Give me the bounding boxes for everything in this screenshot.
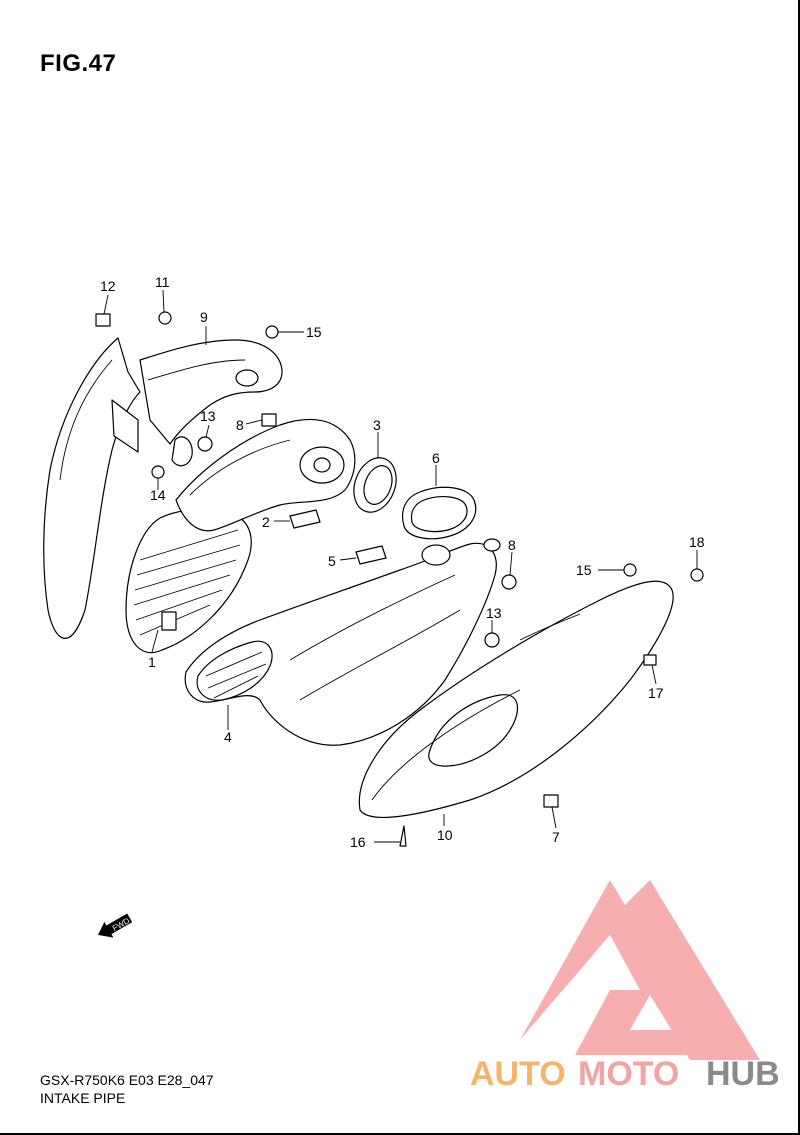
part-8-clip-lower [501, 574, 517, 590]
part-10-outer-cover [358, 580, 674, 819]
watermark-hub: HUB [706, 1055, 780, 1093]
callout-9: 9 [200, 309, 208, 325]
callout-1: 1 [148, 654, 156, 670]
callout-5: 5 [328, 553, 336, 569]
part-15-screw-lower [623, 563, 637, 577]
part-13-collar-lower [484, 632, 500, 648]
callout-8-lower: 8 [508, 537, 516, 553]
part-5-pad [355, 545, 387, 565]
watermark-moto: MOTO [578, 1055, 679, 1093]
callout-13-lower: 13 [486, 605, 502, 621]
callout-8-upper: 8 [236, 417, 244, 433]
watermark-logo: AUTO MOTO HUB [470, 880, 780, 1093]
callout-3: 3 [373, 417, 381, 433]
callout-labels: 12 11 9 15 13 8 3 6 2 5 14 1 4 8 13 15 1… [100, 274, 705, 850]
part-3-seal-ring [353, 457, 397, 513]
part-2-pad [289, 509, 321, 529]
callout-leaders [103, 289, 698, 843]
callout-13-upper: 13 [200, 408, 216, 424]
part-16-screw [399, 825, 407, 847]
part-8-clip-upper [261, 413, 277, 427]
callout-15-lower: 15 [576, 562, 592, 578]
callout-4: 4 [224, 729, 232, 745]
callout-7: 7 [552, 829, 560, 845]
callout-11: 11 [155, 274, 170, 290]
callout-14: 14 [150, 487, 166, 503]
callout-16: 16 [350, 834, 366, 850]
part-13-collar-upper [197, 436, 213, 452]
callout-15-upper: 15 [306, 324, 322, 340]
callout-18: 18 [689, 534, 705, 550]
part-15-screw-upper [265, 325, 279, 339]
part-18-bolt [690, 568, 704, 582]
part-11-nut [158, 311, 172, 325]
callout-2: 2 [262, 514, 270, 530]
model-code: GSX-R750K6 E03 E28_047 [40, 1072, 214, 1088]
watermark-auto: AUTO [470, 1055, 566, 1093]
part-14-bolt [151, 465, 165, 479]
part-7-nut [543, 794, 559, 808]
part-9-duct-cover [43, 337, 283, 639]
callout-12: 12 [100, 278, 116, 294]
upper-intake-pipe [171, 419, 356, 532]
fasteners [95, 311, 704, 847]
watermark-triangle [520, 880, 760, 1060]
part-1-intake-screen [125, 509, 252, 654]
fwd-arrow: FWD [98, 913, 133, 938]
figure-title: FIG.47 [40, 50, 117, 77]
callout-10: 10 [437, 827, 453, 843]
part-17-nut [643, 654, 657, 666]
section-name: INTAKE PIPE [40, 1090, 126, 1106]
part-4-lower-duct [184, 538, 501, 746]
callout-6: 6 [432, 450, 440, 466]
part-6-gasket [401, 486, 477, 540]
callout-17: 17 [648, 685, 664, 701]
part-12-grommet [95, 313, 111, 327]
